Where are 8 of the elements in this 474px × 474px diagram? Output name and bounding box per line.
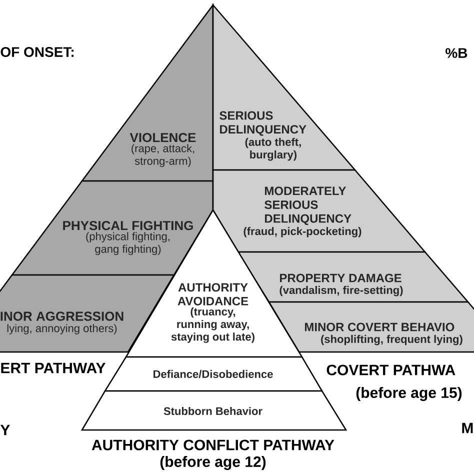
pathway-subtitle: (before age 12) bbox=[160, 456, 266, 470]
heading: Y bbox=[0, 424, 10, 436]
heading: M bbox=[462, 422, 473, 434]
pathway-subtitle: (before age 15) bbox=[356, 386, 462, 402]
heading: %B bbox=[446, 48, 468, 58]
pathway-title: COVERT PATHWA bbox=[326, 364, 456, 376]
pyramid-band: MODERATELY SERIOUS DELINQUENCY (fraud, pick-pocketing) bbox=[212, 169, 426, 253]
pathway-title: ERT PATHWAY bbox=[1, 362, 106, 374]
